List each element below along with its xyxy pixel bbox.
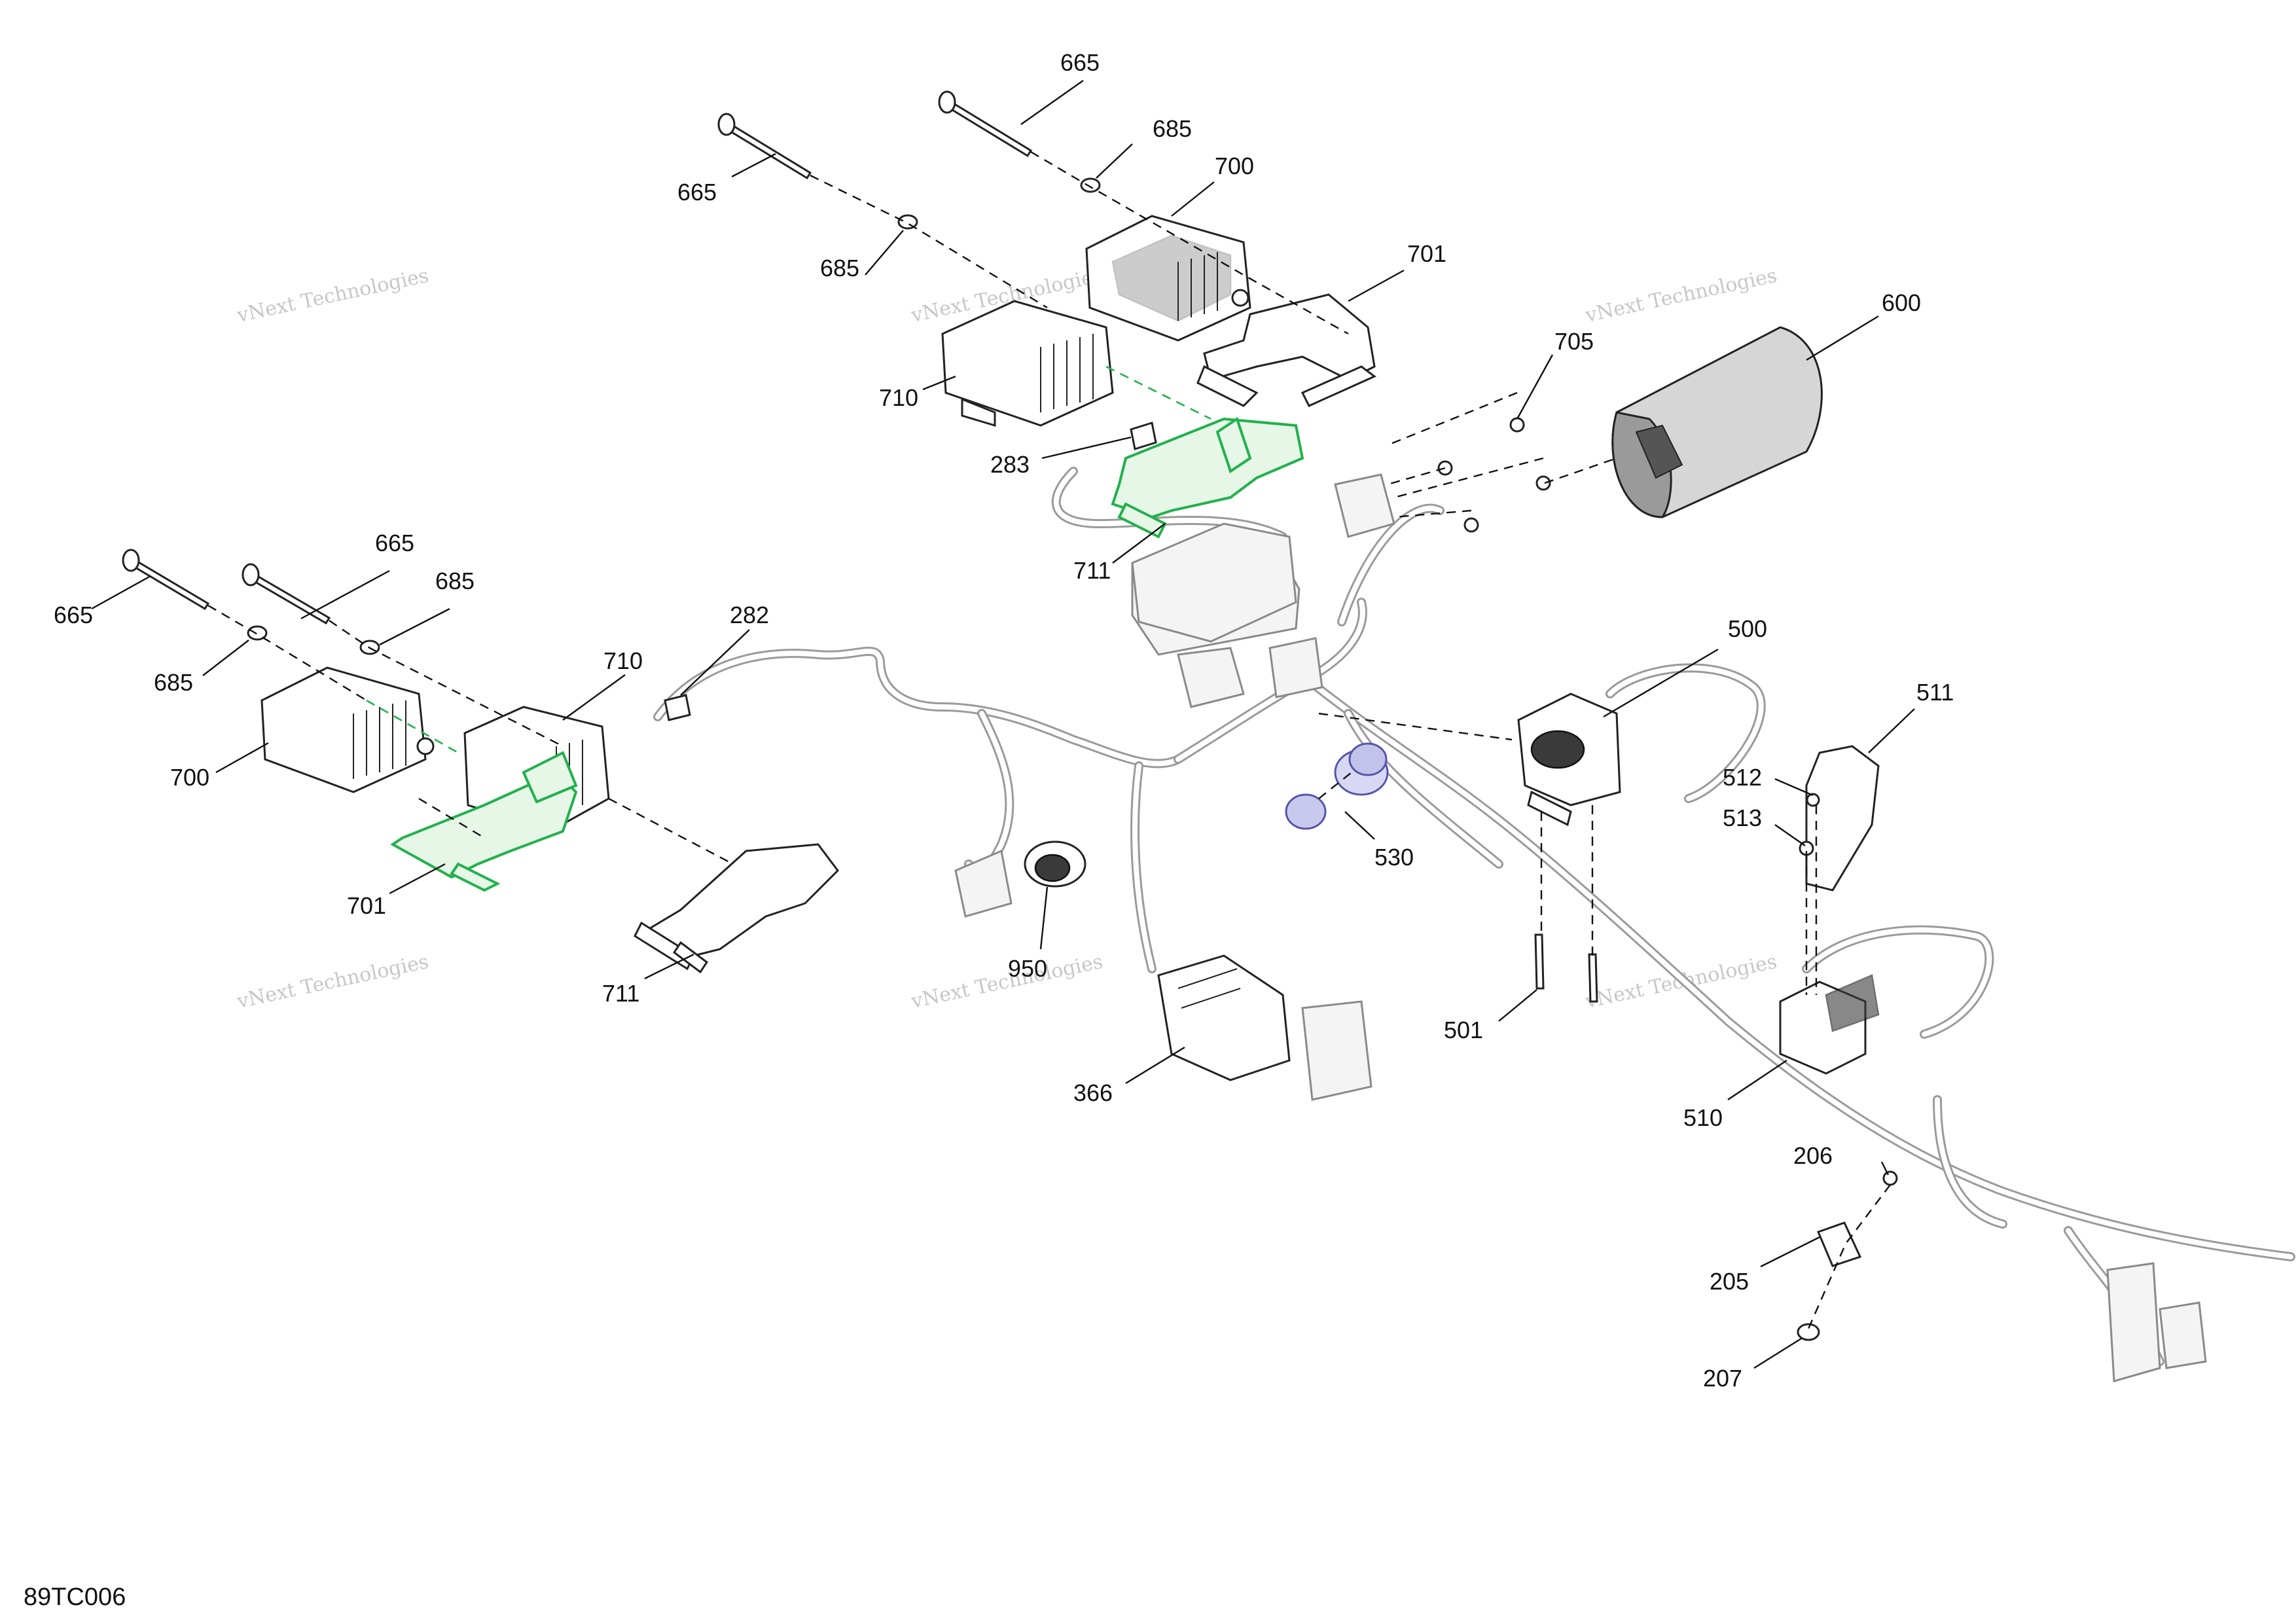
- module-700-upper: [1085, 215, 1251, 342]
- callout-685: 685: [1153, 115, 1192, 142]
- switch-366: [1157, 954, 1291, 1081]
- bolts-501: [1534, 933, 1598, 1003]
- callout-701: 701: [347, 892, 386, 919]
- module-710-upper: [941, 300, 1114, 427]
- callout-510: 510: [1683, 1104, 1723, 1131]
- callout-513: 513: [1723, 804, 1762, 831]
- harness-connector-600: [1334, 473, 1395, 538]
- callout-665: 665: [375, 530, 414, 556]
- figure-id: 89TC006: [24, 1583, 126, 1611]
- callout-511: 511: [1916, 679, 1954, 706]
- callout-685: 685: [435, 568, 475, 594]
- bracket-701-left: [390, 751, 578, 892]
- callout-665: 665: [54, 602, 93, 628]
- callout-530: 530: [1374, 844, 1414, 871]
- svg-text:vNext Technologies: vNext Technologies: [1583, 264, 1779, 327]
- bracket-711-left: [634, 843, 839, 974]
- callout-600: 600: [1882, 289, 1921, 316]
- leader-lines: [91, 80, 1915, 1369]
- knob-530: [1285, 742, 1389, 830]
- callout-205: 205: [1710, 1268, 1749, 1295]
- housing-600: [1611, 326, 1823, 518]
- wiring-harness: [653, 467, 2295, 1382]
- svg-text:vNext Technologies: vNext Technologies: [908, 950, 1105, 1013]
- callout-700: 700: [170, 764, 209, 791]
- callout-501: 501: [1444, 1017, 1483, 1043]
- callout-283: 283: [990, 451, 1030, 478]
- callout-705: 705: [1554, 328, 1594, 355]
- callout-711: 711: [602, 980, 639, 1007]
- screw-512: [1806, 793, 1820, 807]
- upper-module-assembly: [717, 90, 1395, 643]
- bolt-665-left-b: [242, 563, 331, 625]
- connector-282: [664, 694, 691, 721]
- module-500: [1517, 693, 1621, 827]
- svg-text:vNext Technologies: vNext Technologies: [234, 264, 431, 327]
- bolt-665-upper-right: [938, 90, 1033, 158]
- clip-205: [1816, 1221, 1862, 1267]
- bolt-665-upper-left: [717, 113, 812, 180]
- bracket-711-upper: [1111, 416, 1304, 539]
- callout-207: 207: [1703, 1365, 1742, 1392]
- washer-207: [1797, 1323, 1820, 1341]
- washer-685-upper-left: [897, 214, 918, 230]
- watermark: vNext Technologies: [1583, 264, 1779, 327]
- callout-685: 685: [820, 255, 859, 281]
- callout-700: 700: [1215, 153, 1254, 179]
- callout-labels: 665 685 700 665 685 701 710 283 711 705 …: [54, 49, 1954, 1392]
- callout-710: 710: [879, 384, 918, 411]
- connector-283: [1130, 422, 1157, 450]
- watermark: vNext Technologies: [908, 950, 1105, 1013]
- callout-512: 512: [1723, 764, 1762, 791]
- module-700-left: [260, 666, 435, 793]
- watermark: vNext Technologies: [234, 264, 431, 327]
- bolt-665-left-a: [122, 549, 210, 611]
- nut-206: [1882, 1170, 1898, 1186]
- callout-665: 665: [677, 179, 717, 206]
- watermark: vNext Technologies: [234, 950, 431, 1013]
- callout-685: 685: [154, 669, 193, 696]
- assembly-lines: [207, 151, 1891, 1329]
- callout-711: 711: [1073, 557, 1111, 584]
- bracket-701-upper: [1196, 293, 1376, 407]
- power-socket-950: [954, 840, 1086, 918]
- left-module-assembly: [122, 549, 839, 974]
- callout-950: 950: [1008, 955, 1047, 982]
- callout-282: 282: [730, 602, 769, 628]
- washer-685-left-a: [247, 625, 268, 641]
- callout-500: 500: [1728, 615, 1767, 642]
- callout-206: 206: [1793, 1142, 1833, 1169]
- module-510: [1779, 974, 1880, 1075]
- svg-text:vNext Technologies: vNext Technologies: [234, 950, 431, 1013]
- callout-710: 710: [603, 647, 643, 674]
- callout-701: 701: [1407, 240, 1446, 267]
- callout-366: 366: [1073, 1079, 1113, 1106]
- screws-705: [1437, 417, 1551, 533]
- callout-665: 665: [1060, 49, 1100, 76]
- bracket-511: [1805, 745, 1880, 892]
- ecu-housing: [1131, 522, 1297, 643]
- washer-685-upper-right: [1080, 177, 1101, 193]
